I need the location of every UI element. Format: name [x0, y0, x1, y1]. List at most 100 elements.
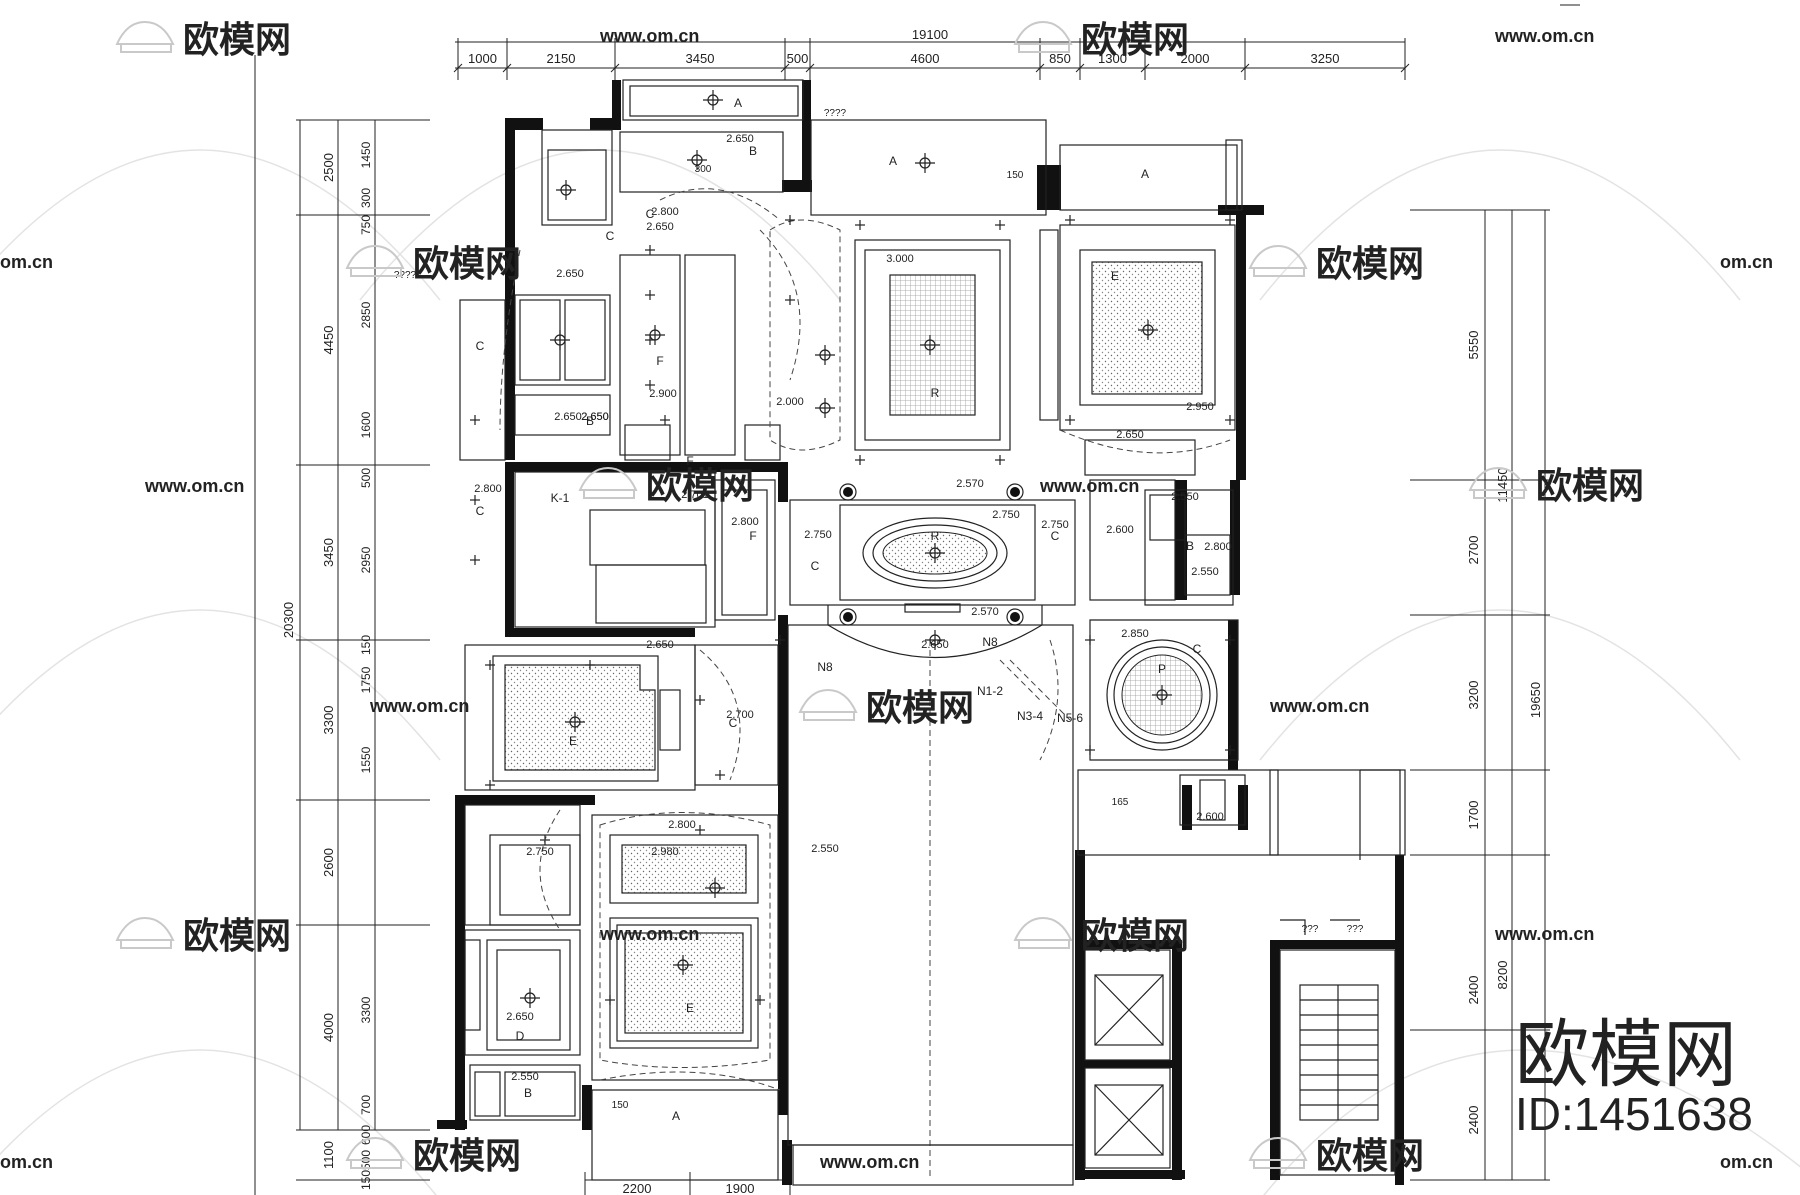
dimension-left-detail: 1550: [359, 746, 373, 773]
dimension-left-group: 2600: [321, 848, 336, 877]
room-outlines: [459, 79, 1406, 1186]
watermark-logo: 欧模网: [345, 1135, 521, 1176]
dimension-top-value: 4600: [911, 51, 940, 66]
dimension-left-total: 20300: [281, 602, 296, 638]
elevation-label: 2.750: [526, 846, 554, 858]
watermark-url: om.cn: [1720, 252, 1773, 272]
room-tag: B: [1186, 539, 1194, 553]
dimension-left-group: 4450: [321, 326, 336, 355]
light-fixtures: [470, 90, 1235, 1008]
watermark-brand: 欧模网: [183, 915, 291, 956]
walls: [437, 80, 1404, 1185]
elevation-label: 2.800: [474, 483, 502, 495]
watermark-brand: 欧模网: [413, 243, 521, 284]
dimension-top-value: 1300: [1098, 51, 1127, 66]
lighting-wiring: [499, 188, 1231, 1091]
elevation-label: 3.000: [886, 253, 914, 265]
dimension-top-value: 2150: [547, 51, 576, 66]
elevation-label: 2.750: [1041, 519, 1069, 531]
room-tag: R: [931, 529, 940, 543]
room-tag: C: [646, 207, 655, 221]
elevation-label: 2.650: [554, 411, 582, 423]
watermark-logo: 欧模网: [345, 243, 521, 284]
room-tag: F: [656, 354, 663, 368]
dimension-left-group: 3300: [321, 706, 336, 735]
watermark-brand: 欧模网: [646, 465, 754, 506]
watermark-logo: 欧模网: [115, 915, 291, 956]
room-tag: E: [1111, 269, 1119, 283]
dimension-left-detail: 150: [359, 635, 373, 655]
watermark-brand: 欧模网: [1316, 243, 1424, 284]
watermark-brand: 欧模网: [1081, 19, 1189, 60]
watermark-url: www.om.cn: [144, 476, 244, 496]
room-tag: C: [476, 339, 485, 353]
dimension-left-group: 1100: [321, 1141, 336, 1169]
watermark-layer: 欧模网欧模网欧模网欧模网欧模网欧模网欧模网欧模网欧模网欧模网欧模网www.om.…: [0, 19, 1773, 1176]
room-tag: C: [1051, 529, 1060, 543]
room-tag: N5-6: [1057, 711, 1083, 725]
watermark-url: www.om.cn: [599, 924, 699, 944]
watermark-url: www.om.cn: [1494, 924, 1594, 944]
dimension-right-detail: 5550: [1466, 331, 1481, 360]
elevation-label: 2.550: [1191, 566, 1219, 578]
dimension-left-detail: 2850: [359, 301, 373, 328]
plan-annotations: 2.6502.6502.6502.6502.6502.8002.9002.650…: [394, 96, 1364, 1123]
elevation-label: 2.600: [1106, 524, 1134, 536]
room-tag: C: [811, 559, 820, 573]
watermark-url: www.om.cn: [369, 696, 469, 716]
dimension-left-group: 2500: [321, 153, 336, 182]
dimension-left-detail: 2950: [359, 546, 373, 573]
watermark-url: www.om.cn: [1269, 696, 1369, 716]
watermark-logo: 欧模网: [578, 465, 754, 506]
drawing-note: 150: [1007, 170, 1024, 181]
room-tag: B: [586, 414, 594, 428]
watermark-url: om.cn: [0, 252, 53, 272]
watermark-logo: 欧模网: [1248, 243, 1424, 284]
drawing-note: ???: [1302, 924, 1319, 935]
dimension-left-detail: 150: [359, 1170, 373, 1190]
watermark-brand: 欧模网: [866, 687, 974, 728]
elevation-label: 2.000: [776, 396, 804, 408]
dimension-right-group: 8200: [1495, 961, 1510, 990]
watermark-brand: 欧模网: [413, 1135, 521, 1176]
watermark-url: om.cn: [0, 1152, 53, 1172]
elevation-label: 2.550: [811, 843, 839, 855]
elevation-label: 2.570: [971, 606, 999, 618]
room-tag: K-1: [551, 491, 570, 505]
watermark-url: om.cn: [1720, 1152, 1773, 1172]
dimension-right-group: 11450: [1495, 467, 1510, 502]
room-tag: P: [1158, 662, 1166, 676]
dimension-bottom-value: 1900: [726, 1181, 755, 1195]
watermark-brand: 欧模网: [1081, 915, 1189, 956]
elevation-label: 2.650: [1116, 429, 1144, 441]
watermark-logo: 欧模网: [1013, 915, 1189, 956]
elevation-label: 2.950: [1186, 401, 1214, 413]
elevation-label: 2.800: [651, 206, 679, 218]
dimension-top-value: 3450: [686, 51, 715, 66]
elevation-label: 2.650: [646, 639, 674, 651]
dimension-left-detail: 1450: [359, 141, 373, 168]
drawing-note: ????: [824, 108, 847, 119]
dimension-left-detail: 3300: [359, 996, 373, 1023]
elevation-label: 2.650: [921, 639, 949, 651]
watermark-logo: 欧模网: [1013, 19, 1189, 60]
elevation-label: 2.750: [992, 509, 1020, 521]
dimension-left-detail: 750: [359, 215, 373, 235]
elevation-label: 2.550: [1171, 491, 1199, 503]
room-tag: F: [749, 529, 756, 543]
watermark-url: www.om.cn: [1494, 26, 1594, 46]
room-tag: C: [1193, 642, 1202, 656]
elevation-label: 2.600: [1196, 811, 1224, 823]
dimension-right-total: 19650: [1528, 682, 1543, 718]
watermark-brand: 欧模网: [1316, 1135, 1424, 1176]
elevation-label: 2.900: [649, 388, 677, 400]
dimension-top-value: 850: [1049, 51, 1071, 66]
elevation-label: 2.650: [581, 411, 609, 423]
room-tag: N3-4: [1017, 709, 1043, 723]
dimension-right-detail: 2400: [1466, 1106, 1481, 1135]
elevation-label: 2.650: [556, 268, 584, 280]
dimension-left: 2030025004450345033002600400011001450300…: [281, 119, 430, 1190]
room-tag: C: [606, 229, 615, 243]
